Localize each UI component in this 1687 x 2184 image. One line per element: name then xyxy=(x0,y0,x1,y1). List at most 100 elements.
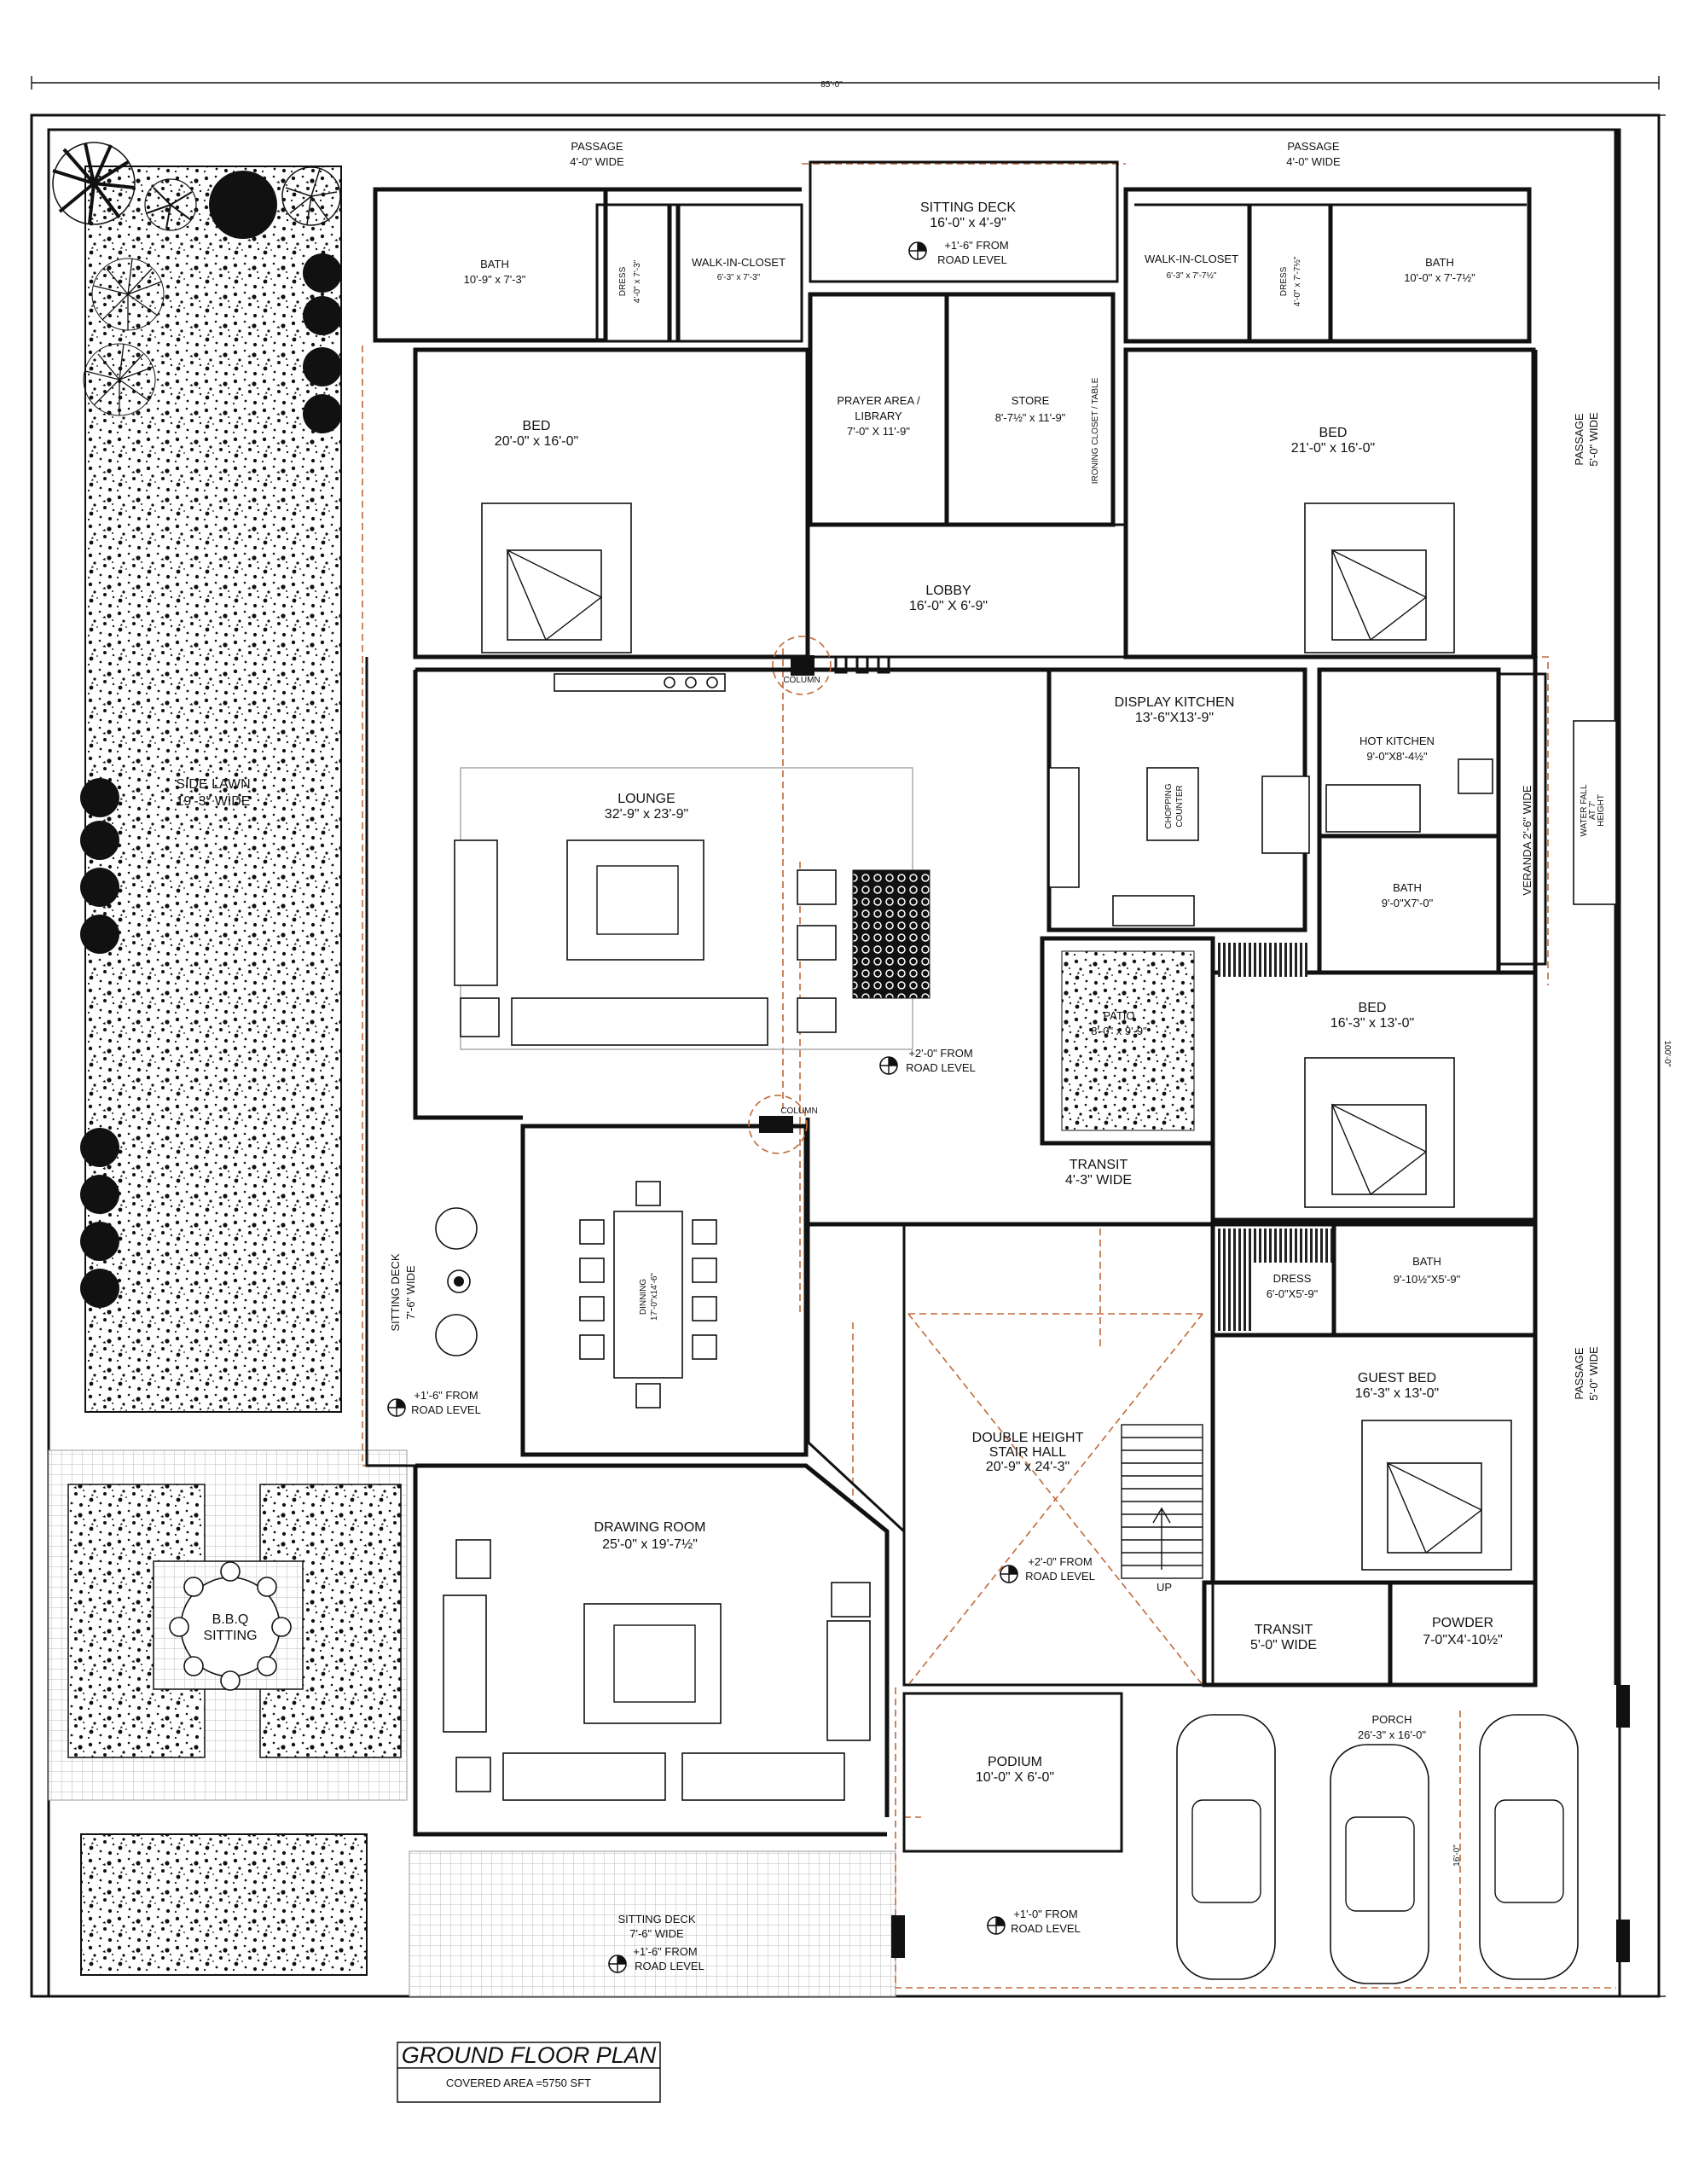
plan-title: GROUND FLOOR PLAN xyxy=(402,2042,657,2068)
porch-dim: 16'-0" xyxy=(1452,1844,1462,1867)
dress-mid-label: DRESS xyxy=(1273,1272,1312,1285)
hot-kitchen-label: HOT KITCHEN xyxy=(1359,735,1435,747)
bed-mid-label: BED xyxy=(1359,1001,1387,1015)
guest-bed-label: GUEST BED xyxy=(1358,1371,1436,1385)
overall-width-dimension: 85'-0" xyxy=(31,76,1660,90)
dress-mid-size: 6'-0"X5'-9" xyxy=(1267,1287,1319,1300)
sitting-deck-bottom-label: SITTING DECK xyxy=(617,1913,695,1926)
prayer-label-2: LIBRARY xyxy=(855,410,902,422)
drawing-furniture xyxy=(443,1539,871,1801)
waterfall-label-3: HEIGHT xyxy=(1597,794,1606,827)
building-walls xyxy=(365,130,1630,1962)
front-lawn xyxy=(80,1833,368,1976)
stair-hall-level-2: ROAD LEVEL xyxy=(1025,1570,1095,1583)
display-kitchen-size: 13'-6"X13'-9" xyxy=(1135,711,1214,725)
sitting-deck-bottom-paving xyxy=(409,1850,896,1997)
chopping-counter-label: CHOPPING xyxy=(1164,783,1174,829)
porch-level-label-2: ROAD LEVEL xyxy=(1011,1922,1081,1935)
passage-east2-size: 5'-0" WIDE xyxy=(1587,1346,1600,1401)
hatched-walls xyxy=(1218,943,1332,1331)
stair-up-label: UP xyxy=(1157,1581,1172,1594)
prayer-size: 7'-0" X 11'-9" xyxy=(847,425,910,438)
wic-right-label: WALK-IN-CLOSET xyxy=(1145,253,1238,265)
dress-left-label: DRESS xyxy=(618,266,628,296)
lobby-size: 16'-0" X 6'-9" xyxy=(909,599,988,613)
wic-left-size: 6'-3" x 7'-3" xyxy=(717,273,761,282)
stair xyxy=(907,1313,1203,1686)
sitting-deck-top-level: +1'-6" FROM xyxy=(944,239,1008,252)
column-label-2: COLUMN xyxy=(780,1107,817,1116)
bath-left-label: BATH xyxy=(480,258,509,270)
lobby-label: LOBBY xyxy=(925,584,971,598)
sitting-deck-bottom-level: +1'-6" FROM xyxy=(633,1945,697,1958)
drawing-size: 25'-0" x 19'-7½" xyxy=(602,1537,698,1552)
store-size: 8'-7½" x 11'-9" xyxy=(995,411,1066,424)
bath-mid-label: BATH xyxy=(1393,881,1422,894)
dress-right-size: 4'-0" x 7'-7½" xyxy=(1293,256,1302,306)
covered-area: COVERED AREA =5750 SFT xyxy=(446,2077,591,2089)
porch-size: 26'-3" x 16'-0" xyxy=(1358,1728,1426,1741)
room-labels: PASSAGE 4'-0" WIDE PASSAGE 4'-0" WIDE SI… xyxy=(389,140,1606,1972)
lounge-size: 32'-9" x 23'-9" xyxy=(605,807,688,822)
patio-garden xyxy=(1061,950,1195,1131)
lounge-label: LOUNGE xyxy=(617,792,675,806)
porch-label: PORCH xyxy=(1372,1713,1412,1726)
podium-label: PODIUM xyxy=(988,1755,1042,1769)
lounge-furniture xyxy=(454,673,930,1050)
bath-guest-size: 9'-10½"X5'-9" xyxy=(1394,1273,1461,1286)
sitting-deck-left-furniture xyxy=(435,1207,478,1356)
sitting-deck-bottom-size: 7'-6" WIDE xyxy=(629,1927,684,1940)
sitting-deck-top-level-2: ROAD LEVEL xyxy=(937,253,1007,266)
porch-level-label: +1'-0" FROM xyxy=(1013,1908,1077,1920)
passage-east1-size: 5'-0" WIDE xyxy=(1587,412,1600,467)
passage-left-label: PASSAGE xyxy=(571,140,623,153)
hot-kitchen-size: 9'-0"X8'-4½" xyxy=(1366,750,1428,763)
column-label-1: COLUMN xyxy=(783,676,820,685)
bath-right-label: BATH xyxy=(1425,256,1454,269)
column-marker-2 xyxy=(748,1095,808,1154)
passage-east2-label: PASSAGE xyxy=(1573,1347,1586,1400)
store-label: STORE xyxy=(1012,394,1050,407)
dress-right-label: DRESS xyxy=(1279,266,1289,296)
bed-left-size: 20'-0" x 16'-0" xyxy=(495,434,578,449)
side-lawn-label: SIDE LAWN xyxy=(176,777,250,792)
powder-label: POWDER xyxy=(1432,1616,1493,1630)
patio-label: PATIO xyxy=(1103,1009,1134,1022)
sitting-deck-left-label: SITTING DECK xyxy=(389,1253,402,1331)
bed-right-label: BED xyxy=(1319,426,1348,440)
stair-hall-level: +2'-0" FROM xyxy=(1028,1555,1092,1568)
overall-depth-dimension: 100'-0" xyxy=(1652,114,1672,1997)
drawing-label: DRAWING ROOM xyxy=(594,1520,706,1535)
store-note: IRONING CLOSET / TABLE xyxy=(1091,377,1100,484)
prayer-label: PRAYER AREA / xyxy=(837,394,920,407)
bed-mid-size: 16'-3" x 13'-0" xyxy=(1330,1016,1414,1031)
lounge-rug xyxy=(852,869,930,999)
tree-dark-icon xyxy=(209,171,277,239)
overall-depth-label: 100'-0" xyxy=(1662,1040,1672,1066)
side-lawn-size: 19'-3" WIDE xyxy=(177,794,251,809)
transit2-label: TRANSIT xyxy=(1255,1623,1313,1637)
sitting-deck-top-size: 16'-0" x 4'-9" xyxy=(930,216,1006,230)
level-marker-icons xyxy=(387,241,1018,1973)
column-marker-1 xyxy=(772,636,832,695)
stair-hall-label-2: STAIR HALL xyxy=(989,1445,1067,1460)
bath-left-size: 10'-9" x 7'-3" xyxy=(464,273,526,286)
transit1-label: TRANSIT xyxy=(1070,1158,1128,1172)
side-lawn xyxy=(84,166,342,1413)
stair-hall-size: 20'-9" x 24'-3" xyxy=(986,1460,1070,1474)
display-kitchen-label: DISPLAY KITCHEN xyxy=(1115,695,1235,710)
passage-right-label: PASSAGE xyxy=(1287,140,1340,153)
sitting-deck-left-level: +1'-6" FROM xyxy=(414,1389,478,1402)
guest-bed-size: 16'-3" x 13'-0" xyxy=(1355,1386,1439,1401)
stair-hall-label: DOUBLE HEIGHT xyxy=(972,1431,1084,1445)
bbq-label: B.B.Q xyxy=(212,1612,249,1627)
podium-size: 10'-0" X 6'-0" xyxy=(976,1770,1054,1785)
waterfall-label: WATER FALL xyxy=(1580,784,1589,837)
passage-right-size: 4'-0" WIDE xyxy=(1286,155,1341,168)
bed-left-label: BED xyxy=(523,419,551,433)
passage-east1-label: PASSAGE xyxy=(1573,413,1586,466)
dining-label: DINNING xyxy=(639,1279,648,1315)
veranda-label: VERANDA 2'-6" WIDE xyxy=(1521,785,1533,896)
sitting-deck-top-label: SITTING DECK xyxy=(920,200,1016,215)
